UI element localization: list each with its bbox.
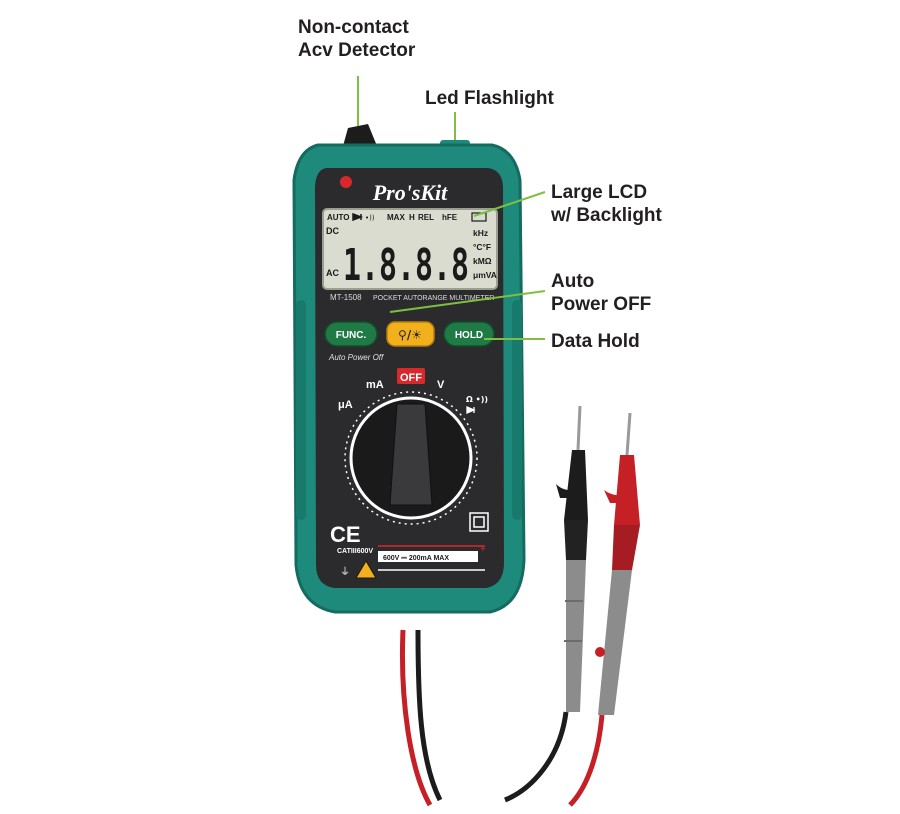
callout-hold-line-1: Data Hold	[551, 331, 640, 352]
callout-lcd-line-1: Large LCD	[551, 182, 648, 203]
black-cable	[415, 629, 443, 802]
battery-icon	[471, 212, 487, 222]
callout-ncv-detector: Non-contact Acv Detector	[298, 16, 415, 62]
svg-text:HOLD: HOLD	[455, 330, 483, 341]
indicator-led	[340, 176, 352, 188]
svg-text:REL: REL	[418, 213, 434, 222]
callout-auto-line-2: Power OFF	[551, 294, 652, 315]
dial-diode-icon	[466, 406, 476, 414]
lcd-screen	[322, 208, 498, 290]
model-number: MT-1508	[330, 293, 362, 302]
ground-icon: ⏚	[340, 566, 350, 578]
dial-ohm-label: Ω •))	[466, 395, 488, 404]
callout-data-hold: Data Hold	[551, 330, 640, 353]
dial-ma-label: mA	[366, 379, 384, 391]
callout-lcd-line-2: w/ Backlight	[551, 205, 662, 226]
ce-mark-icon: CE	[330, 522, 361, 547]
hold-button[interactable]: HOLD	[443, 321, 495, 347]
double-insulation-icon	[469, 512, 489, 532]
auto-power-off-label: Auto Power Off	[328, 353, 384, 362]
auto-off-leader	[389, 290, 546, 313]
multimeter: Pro'sKit AUTO MAX H REL hFE •)) DC AC 1.…	[292, 124, 526, 614]
black-probe-cable	[504, 711, 569, 803]
test-leads	[400, 405, 640, 807]
callout-led-flashlight: Led Flashlight	[425, 87, 554, 110]
flashlight-sun-icon: ⚲/☀	[398, 328, 422, 342]
callout-ncv-line-2: Acv Detector	[298, 40, 416, 61]
model-subtitle: POCKET AUTORANGE MULTIMETER	[373, 295, 494, 302]
cat-rating: CATIII600V	[337, 548, 373, 555]
lcd-right-units: kHz °C°F kMΩ μmVA	[473, 228, 497, 280]
svg-text:AUTO: AUTO	[327, 213, 350, 222]
dial-pointer	[389, 403, 433, 506]
svg-text:°C°F: °C°F	[473, 242, 491, 252]
max-rating: 600V ⎓ 200mA MAX	[383, 555, 449, 562]
ncv-tip	[343, 124, 377, 146]
flashlight-backlight-button[interactable]: ⚲/☀	[386, 321, 435, 347]
svg-text:H: H	[409, 213, 415, 222]
svg-text:kHz: kHz	[473, 228, 488, 238]
callout-ncv-line-1: Non-contact	[298, 17, 409, 38]
lcd-leader	[473, 191, 546, 217]
plus-sign: +	[480, 544, 486, 555]
callout-flashlight-line-1: Led Flashlight	[425, 88, 554, 109]
svg-text:AC: AC	[326, 268, 339, 278]
lcd-left-indicators: DC AC	[326, 226, 339, 278]
dial-v-label: V	[437, 379, 445, 391]
svg-text:OFF: OFF	[400, 372, 422, 384]
svg-text:DC: DC	[326, 226, 339, 236]
red-cable	[400, 629, 433, 807]
svg-text:kMΩ: kMΩ	[473, 256, 492, 266]
func-button[interactable]: FUNC.	[324, 321, 378, 347]
leader-lines	[357, 76, 546, 340]
lcd-top-indicators: AUTO MAX H REL hFE	[327, 213, 458, 222]
callout-auto-line-1: Auto	[551, 271, 595, 292]
max-rating-strip	[378, 551, 478, 562]
svg-text:hFE: hFE	[442, 213, 458, 222]
svg-text:μmVA: μmVA	[473, 270, 497, 280]
continuity-icon: •))	[365, 214, 375, 222]
grip-texture	[296, 300, 522, 520]
red-probe-cable	[568, 714, 605, 807]
dial-ua-label: μA	[338, 399, 353, 411]
warning-icon	[355, 560, 377, 579]
callout-large-lcd: Large LCD w/ Backlight	[551, 181, 662, 227]
red-probe	[595, 412, 640, 715]
off-label: OFF	[397, 368, 425, 384]
black-probe	[556, 405, 588, 712]
callout-auto-power-off: Auto Power OFF	[551, 270, 651, 316]
brand-logo: Pro'sKit	[372, 180, 448, 205]
diode-icon	[352, 212, 364, 222]
rotary-dial[interactable]	[344, 391, 478, 525]
svg-text:MAX: MAX	[387, 213, 405, 222]
lcd-digits: 1.8.8.8	[343, 240, 469, 291]
svg-text:FUNC.: FUNC.	[336, 330, 367, 341]
